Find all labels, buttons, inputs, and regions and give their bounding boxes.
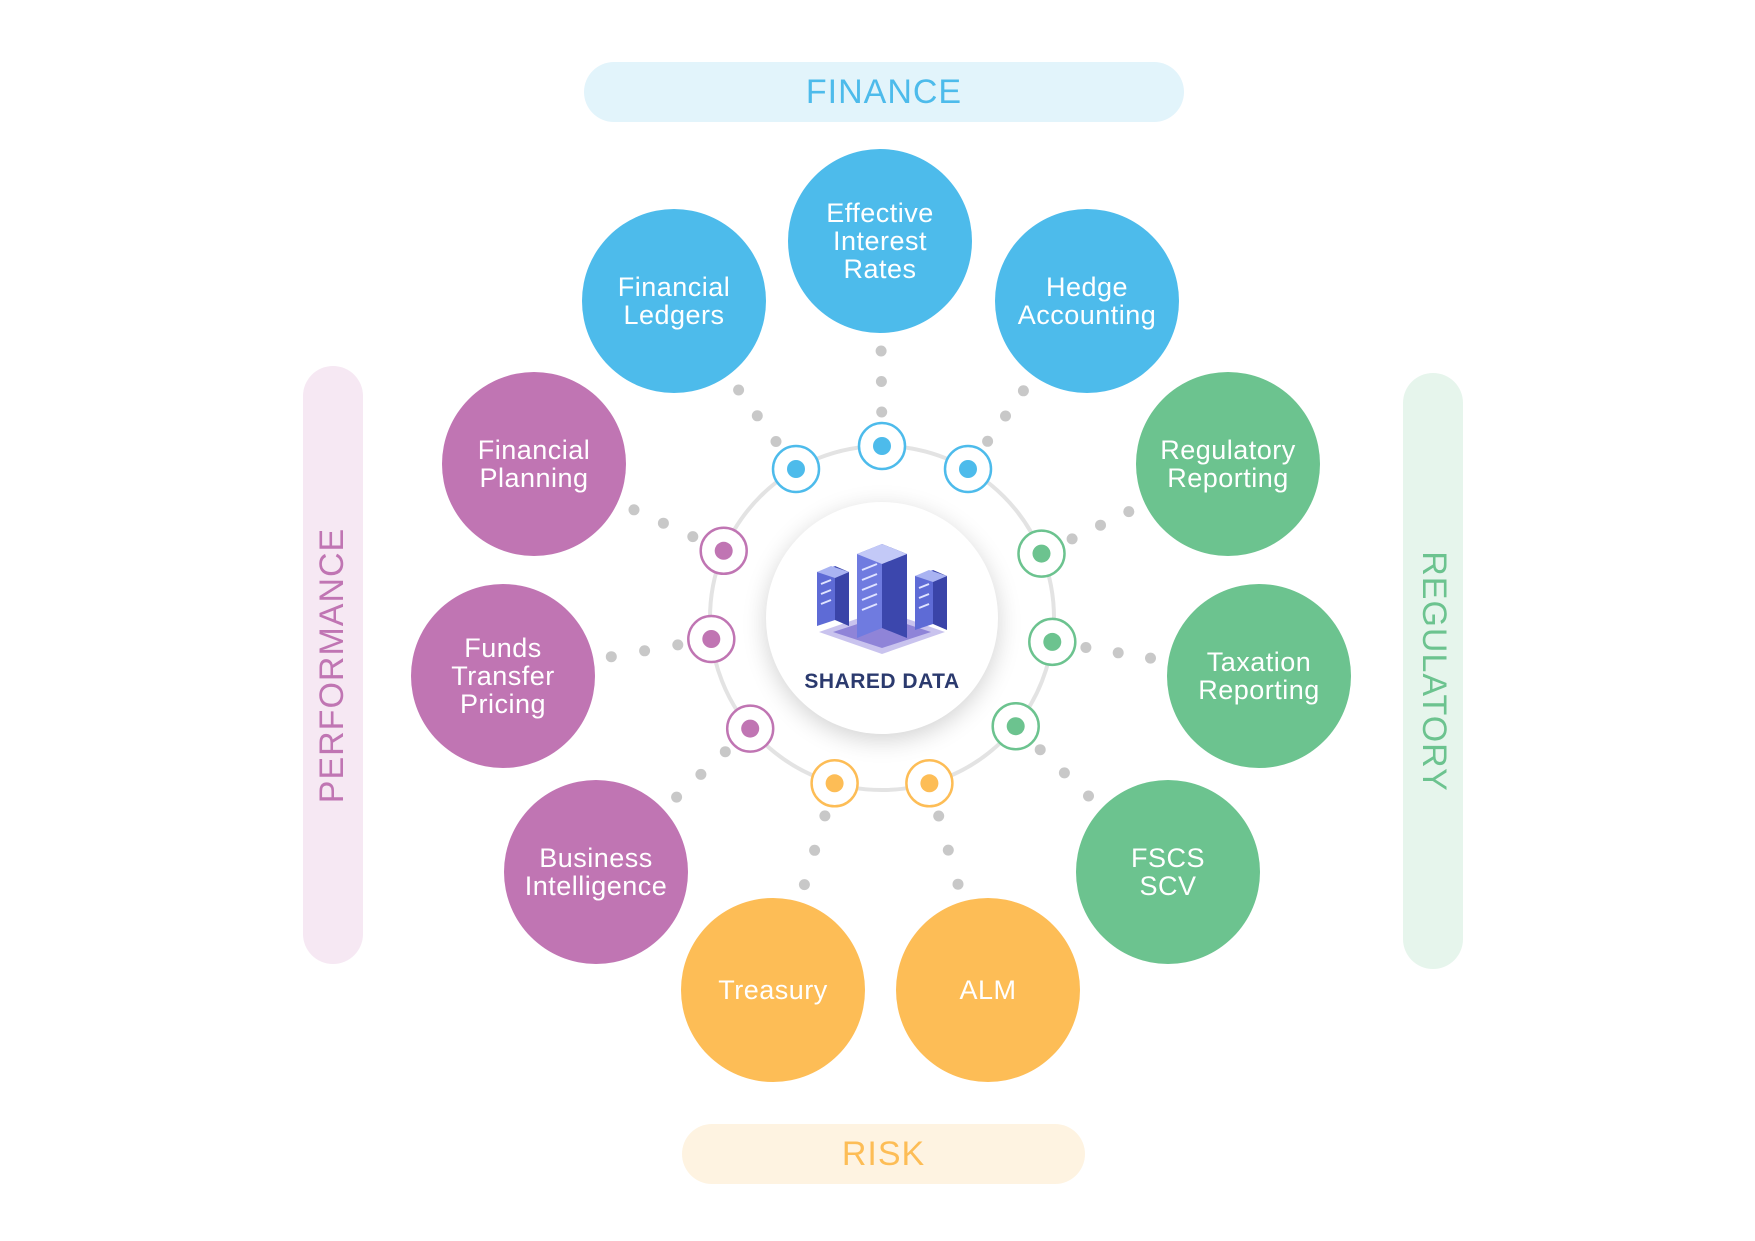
connector-dot [1000, 410, 1011, 422]
ring-port [943, 444, 993, 494]
connector-dot [695, 768, 707, 780]
connector-dot [952, 878, 964, 890]
ring-port [810, 759, 859, 808]
connector-dot [982, 435, 994, 447]
module-bubble-financial-planning: Financial Planning [442, 372, 626, 556]
module-bubble-funds-transfer-pricing: Funds Transfer Pricing [411, 584, 595, 768]
ring-port [991, 701, 1040, 751]
module-label: Business Intelligence [524, 843, 668, 901]
module-label: ALM [959, 975, 1017, 1005]
ring-port [857, 421, 907, 471]
connector-dot [875, 345, 887, 357]
ring-port [687, 614, 736, 664]
server-stack-icon [817, 544, 947, 654]
module-bubble-taxation-reporting: Taxation Reporting [1167, 584, 1351, 768]
risk-category-banner: RISK [682, 1124, 1085, 1184]
connector-dot [1066, 533, 1078, 545]
connector-dot [639, 645, 651, 657]
connector-dot [1123, 506, 1135, 518]
module-label: Treasury [718, 975, 828, 1005]
connector-dot [751, 410, 763, 422]
module-bubble-alm: ALM [896, 898, 1080, 1082]
finance-category-banner: FINANCE [584, 62, 1184, 122]
connector-dot [628, 504, 640, 516]
ring-port [771, 444, 821, 494]
module-bubble-effective-interest-rates: Effective Interest Rates [788, 149, 972, 333]
connector-dot [1083, 790, 1094, 802]
module-label: FSCS SCV [1130, 843, 1205, 901]
connector-dot [1034, 744, 1046, 756]
module-bubble-hedge-accounting: Hedge Accounting [995, 209, 1179, 393]
ring-port [725, 704, 775, 753]
ring-port [1028, 617, 1077, 667]
module-bubble-business-intelligence: Business Intelligence [504, 780, 688, 964]
connector-dot [1112, 647, 1124, 659]
connector-dot [1145, 652, 1156, 664]
module-label: Effective Interest Rates [826, 198, 934, 284]
ring-port [699, 526, 748, 576]
connector-dot [875, 376, 887, 387]
connector-dot [657, 517, 669, 529]
module-label: Funds Transfer Pricing [451, 633, 555, 719]
connector-dot [1058, 767, 1070, 779]
module-label: Taxation Reporting [1198, 647, 1320, 705]
connector-dot [809, 844, 821, 856]
shared-data-label: SHARED DATA [804, 670, 960, 693]
connector-dot [819, 810, 831, 822]
module-bubble-regulatory-reporting: Regulatory Reporting [1136, 372, 1320, 556]
connector-dot [1080, 642, 1092, 653]
connector-dot [876, 406, 888, 418]
connector-dot [687, 531, 699, 543]
connector-dot [719, 746, 731, 758]
module-label: Financial Planning [477, 435, 591, 493]
finance-category-label: FINANCE [805, 72, 963, 111]
module-label: Regulatory Reporting [1160, 435, 1296, 493]
connector-dot [798, 879, 810, 891]
connector-dot [733, 384, 745, 396]
connector-dot [671, 791, 683, 803]
module-label: Financial Ledgers [617, 272, 731, 330]
connector-dot [1095, 519, 1106, 531]
ring-port [905, 759, 954, 808]
connector-dot [933, 810, 945, 822]
connector-dot [672, 639, 684, 651]
connector-dot [942, 844, 954, 856]
module-bubble-financial-ledgers: Financial Ledgers [582, 209, 766, 393]
module-bubble-treasury: Treasury [681, 898, 865, 1082]
connector-dot [605, 651, 617, 663]
module-bubble-fscs-scv: FSCS SCV [1076, 780, 1260, 964]
shared-data-hub: SHARED DATA [766, 502, 998, 734]
ring-port [1017, 529, 1066, 578]
performance-category-banner: PERFORMANCE [303, 366, 363, 964]
risk-category-label: RISK [841, 1134, 926, 1173]
connector-dot [1017, 385, 1029, 397]
connector-dot [770, 436, 782, 447]
module-label: Hedge Accounting [1017, 272, 1157, 330]
regulatory-category-banner: REGULATORY [1403, 373, 1463, 969]
